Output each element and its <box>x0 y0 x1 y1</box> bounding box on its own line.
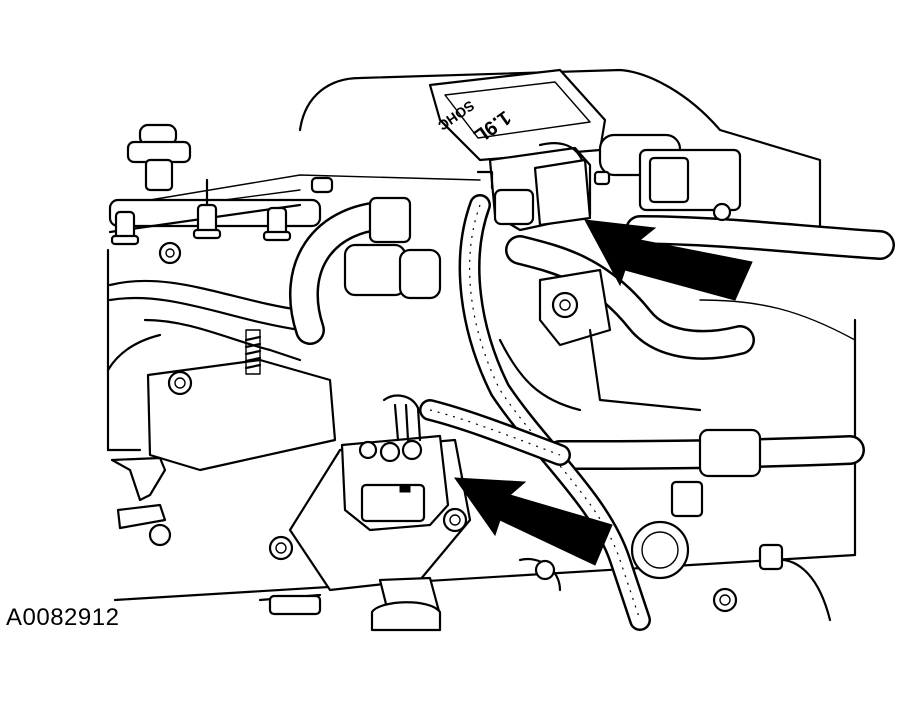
cam-cover: 1.9L SOHC <box>428 68 607 162</box>
wire-harness <box>419 194 651 631</box>
upper-right-housing <box>598 133 742 222</box>
lower-sensor-connector <box>340 394 450 532</box>
arrow-lower-connector <box>453 477 613 566</box>
pressure-regulator <box>126 123 192 192</box>
injector-studs <box>110 176 334 265</box>
hose-clamps <box>343 196 762 518</box>
arrow-upper-connector <box>584 219 753 301</box>
left-lower-clip <box>110 456 172 547</box>
bottom-right-parts <box>258 520 832 622</box>
upper-sensor-connector <box>476 142 611 232</box>
intake-manifold <box>106 279 337 472</box>
figure-id-label: A0082912 <box>6 604 120 631</box>
spring <box>244 329 262 375</box>
right-bracket <box>498 268 702 412</box>
